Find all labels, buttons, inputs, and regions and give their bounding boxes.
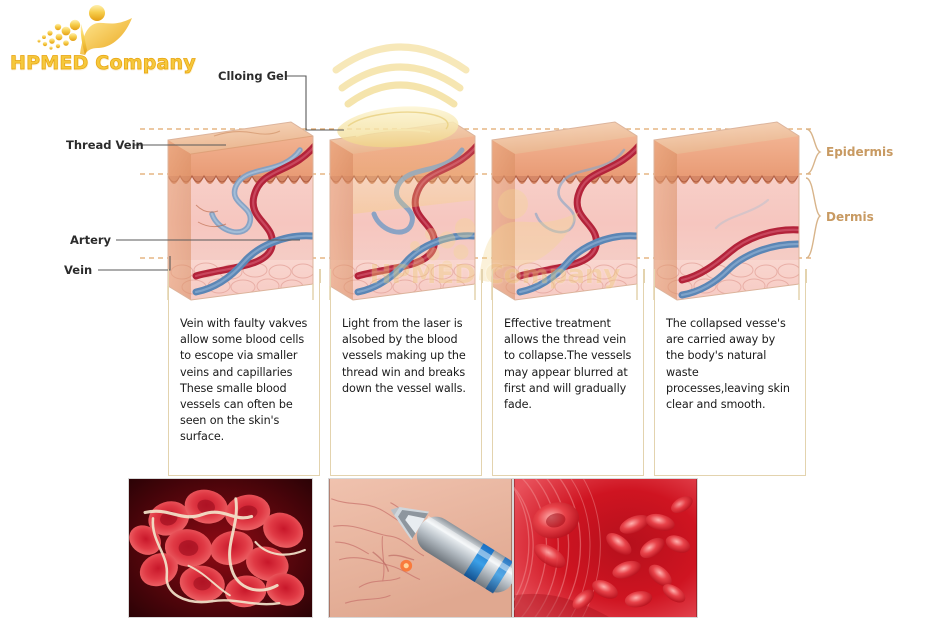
caption-text-1: Vein with faulty vakves allow some blood… (180, 317, 308, 444)
callout-artery: Artery (70, 233, 112, 247)
photo-vessel-lumen (513, 478, 698, 618)
skin-block-2 (329, 106, 476, 301)
caption-box-3: Effective treatment allows the thread ve… (491, 269, 645, 476)
hpmed-figure-logo-icon (37, 5, 132, 55)
skin-block-3 (491, 121, 638, 301)
photo-strip (0, 478, 935, 624)
caption-box-4: The collapsed vesse's are carried away b… (653, 269, 807, 476)
layer-brace-lines (805, 128, 822, 259)
callout-thread-vein: Thread Vein (66, 138, 144, 152)
caption-text-4: The collapsed vesse's are carried away b… (666, 317, 790, 412)
brand-logo-text: HPMED Company (10, 52, 196, 75)
callout-vein: Vein (64, 263, 93, 277)
photo-blood-clot (128, 478, 313, 618)
photo-laser-handpiece (328, 478, 513, 618)
layer-label-dermis: Dermis (826, 210, 874, 224)
skin-block-1 (167, 121, 314, 301)
caption-box-2: Light from the laser is alsobed by the b… (329, 269, 483, 476)
skin-block-4 (653, 121, 800, 301)
caption-box-1: Vein with faulty vakves allow some blood… (167, 269, 321, 476)
caption-boxes: Vein with faulty vakves allow some blood… (0, 269, 935, 478)
callout-leader-lines (98, 75, 344, 271)
callout-cooling-gel: Clloing Gel (218, 69, 288, 83)
caption-text-2: Light from the laser is alsobed by the b… (342, 317, 466, 395)
caption-text-3: Effective treatment allows the thread ve… (504, 317, 632, 412)
layer-label-epidermis: Epidermis (826, 145, 894, 159)
brand-logo: HPMED Company (10, 4, 196, 86)
laser-energy-waves-icon (332, 43, 470, 108)
